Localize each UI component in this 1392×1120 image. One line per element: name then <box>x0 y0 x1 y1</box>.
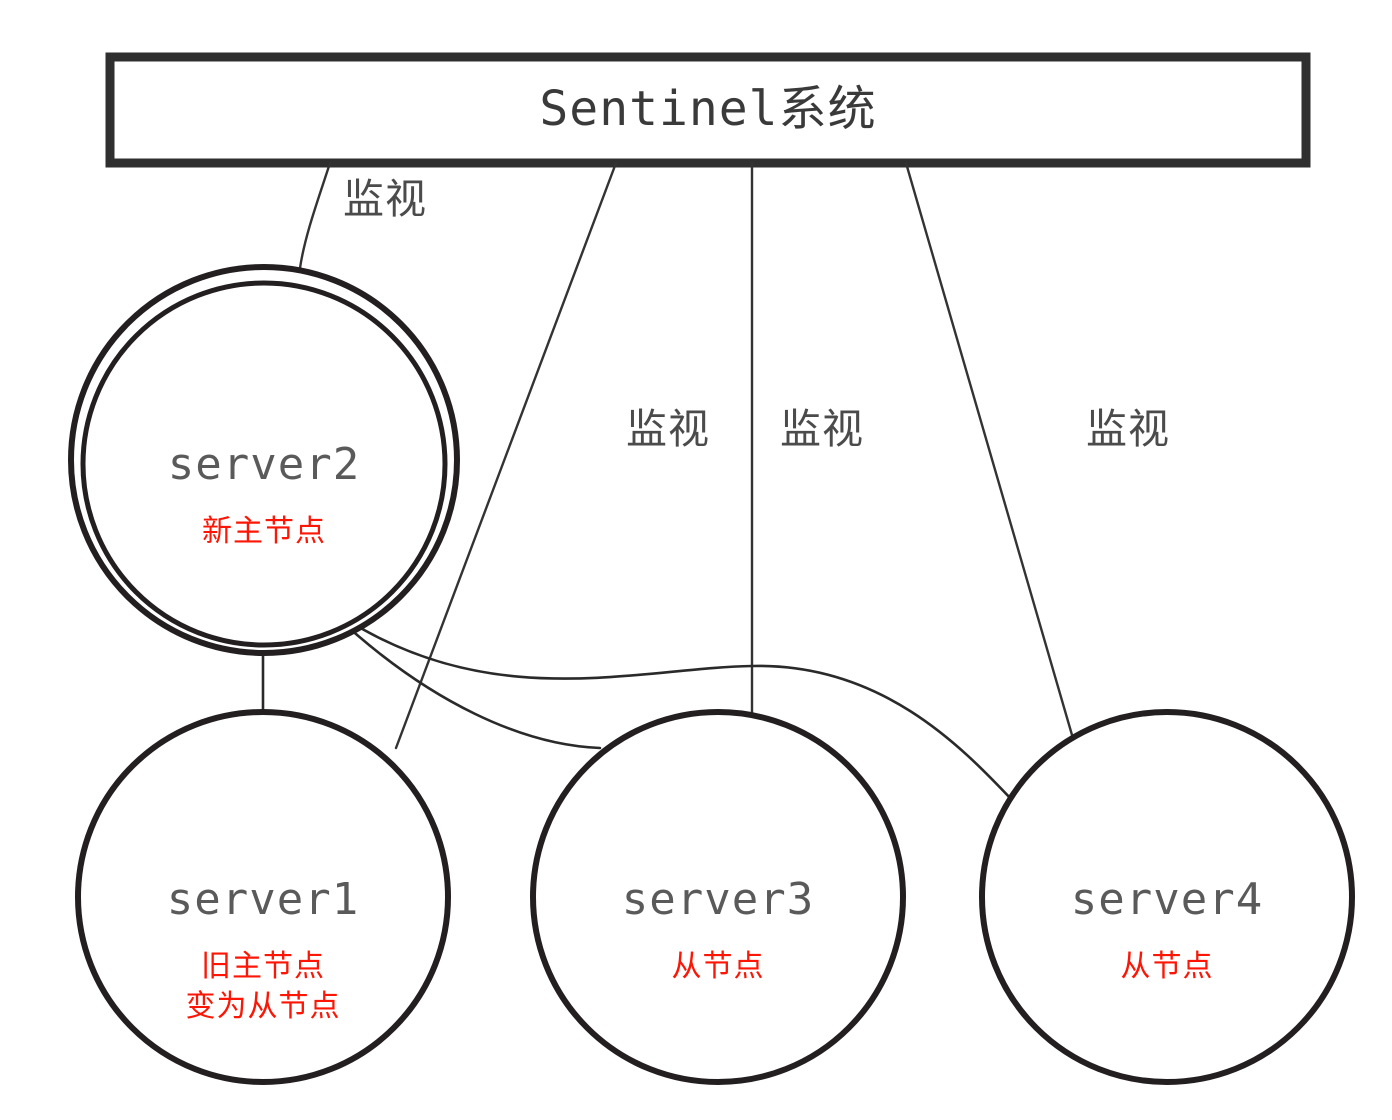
node-role-server1-0: 旧主节点 <box>201 949 325 984</box>
monitor-server3-label: 监视 <box>780 405 864 453</box>
node-label-server4: server4 <box>1070 874 1264 925</box>
node-role-server4-0: 从节点 <box>1120 949 1214 984</box>
node-circle-server2[interactable] <box>68 264 460 656</box>
monitor-server4-line <box>904 161 1074 737</box>
node-circle-layer <box>68 264 1355 1085</box>
monitor-server1-label: 监视 <box>626 405 710 453</box>
node-label-server3: server3 <box>621 874 815 925</box>
monitor-server4-label: 监视 <box>1086 405 1170 453</box>
sentinel-system-title: Sentinel系统 <box>539 81 877 138</box>
node-circle-server3[interactable] <box>530 709 906 1085</box>
node-role-server1-1: 变为从节点 <box>185 989 341 1024</box>
replication-edge-layer <box>261 621 1014 802</box>
link-server2-server4-line <box>350 621 1014 802</box>
sentinel-system-box <box>105 52 1311 168</box>
node-label-server2: server2 <box>167 439 361 490</box>
monitor-server2-label: 监视 <box>343 175 427 223</box>
node-role-server3-0: 从节点 <box>671 949 765 984</box>
node-label-server1: server1 <box>166 874 360 925</box>
node-circle-server4[interactable] <box>979 709 1355 1085</box>
node-circle-server1[interactable] <box>75 709 451 1085</box>
monitor-server1-line <box>394 161 618 750</box>
monitor-edge-layer <box>298 161 1074 750</box>
monitor-server2-line <box>298 161 332 270</box>
node-role-server2-0: 新主节点 <box>202 514 326 549</box>
link-server2-server3-line <box>346 625 602 750</box>
node-inner-ring-server2 <box>80 280 448 648</box>
